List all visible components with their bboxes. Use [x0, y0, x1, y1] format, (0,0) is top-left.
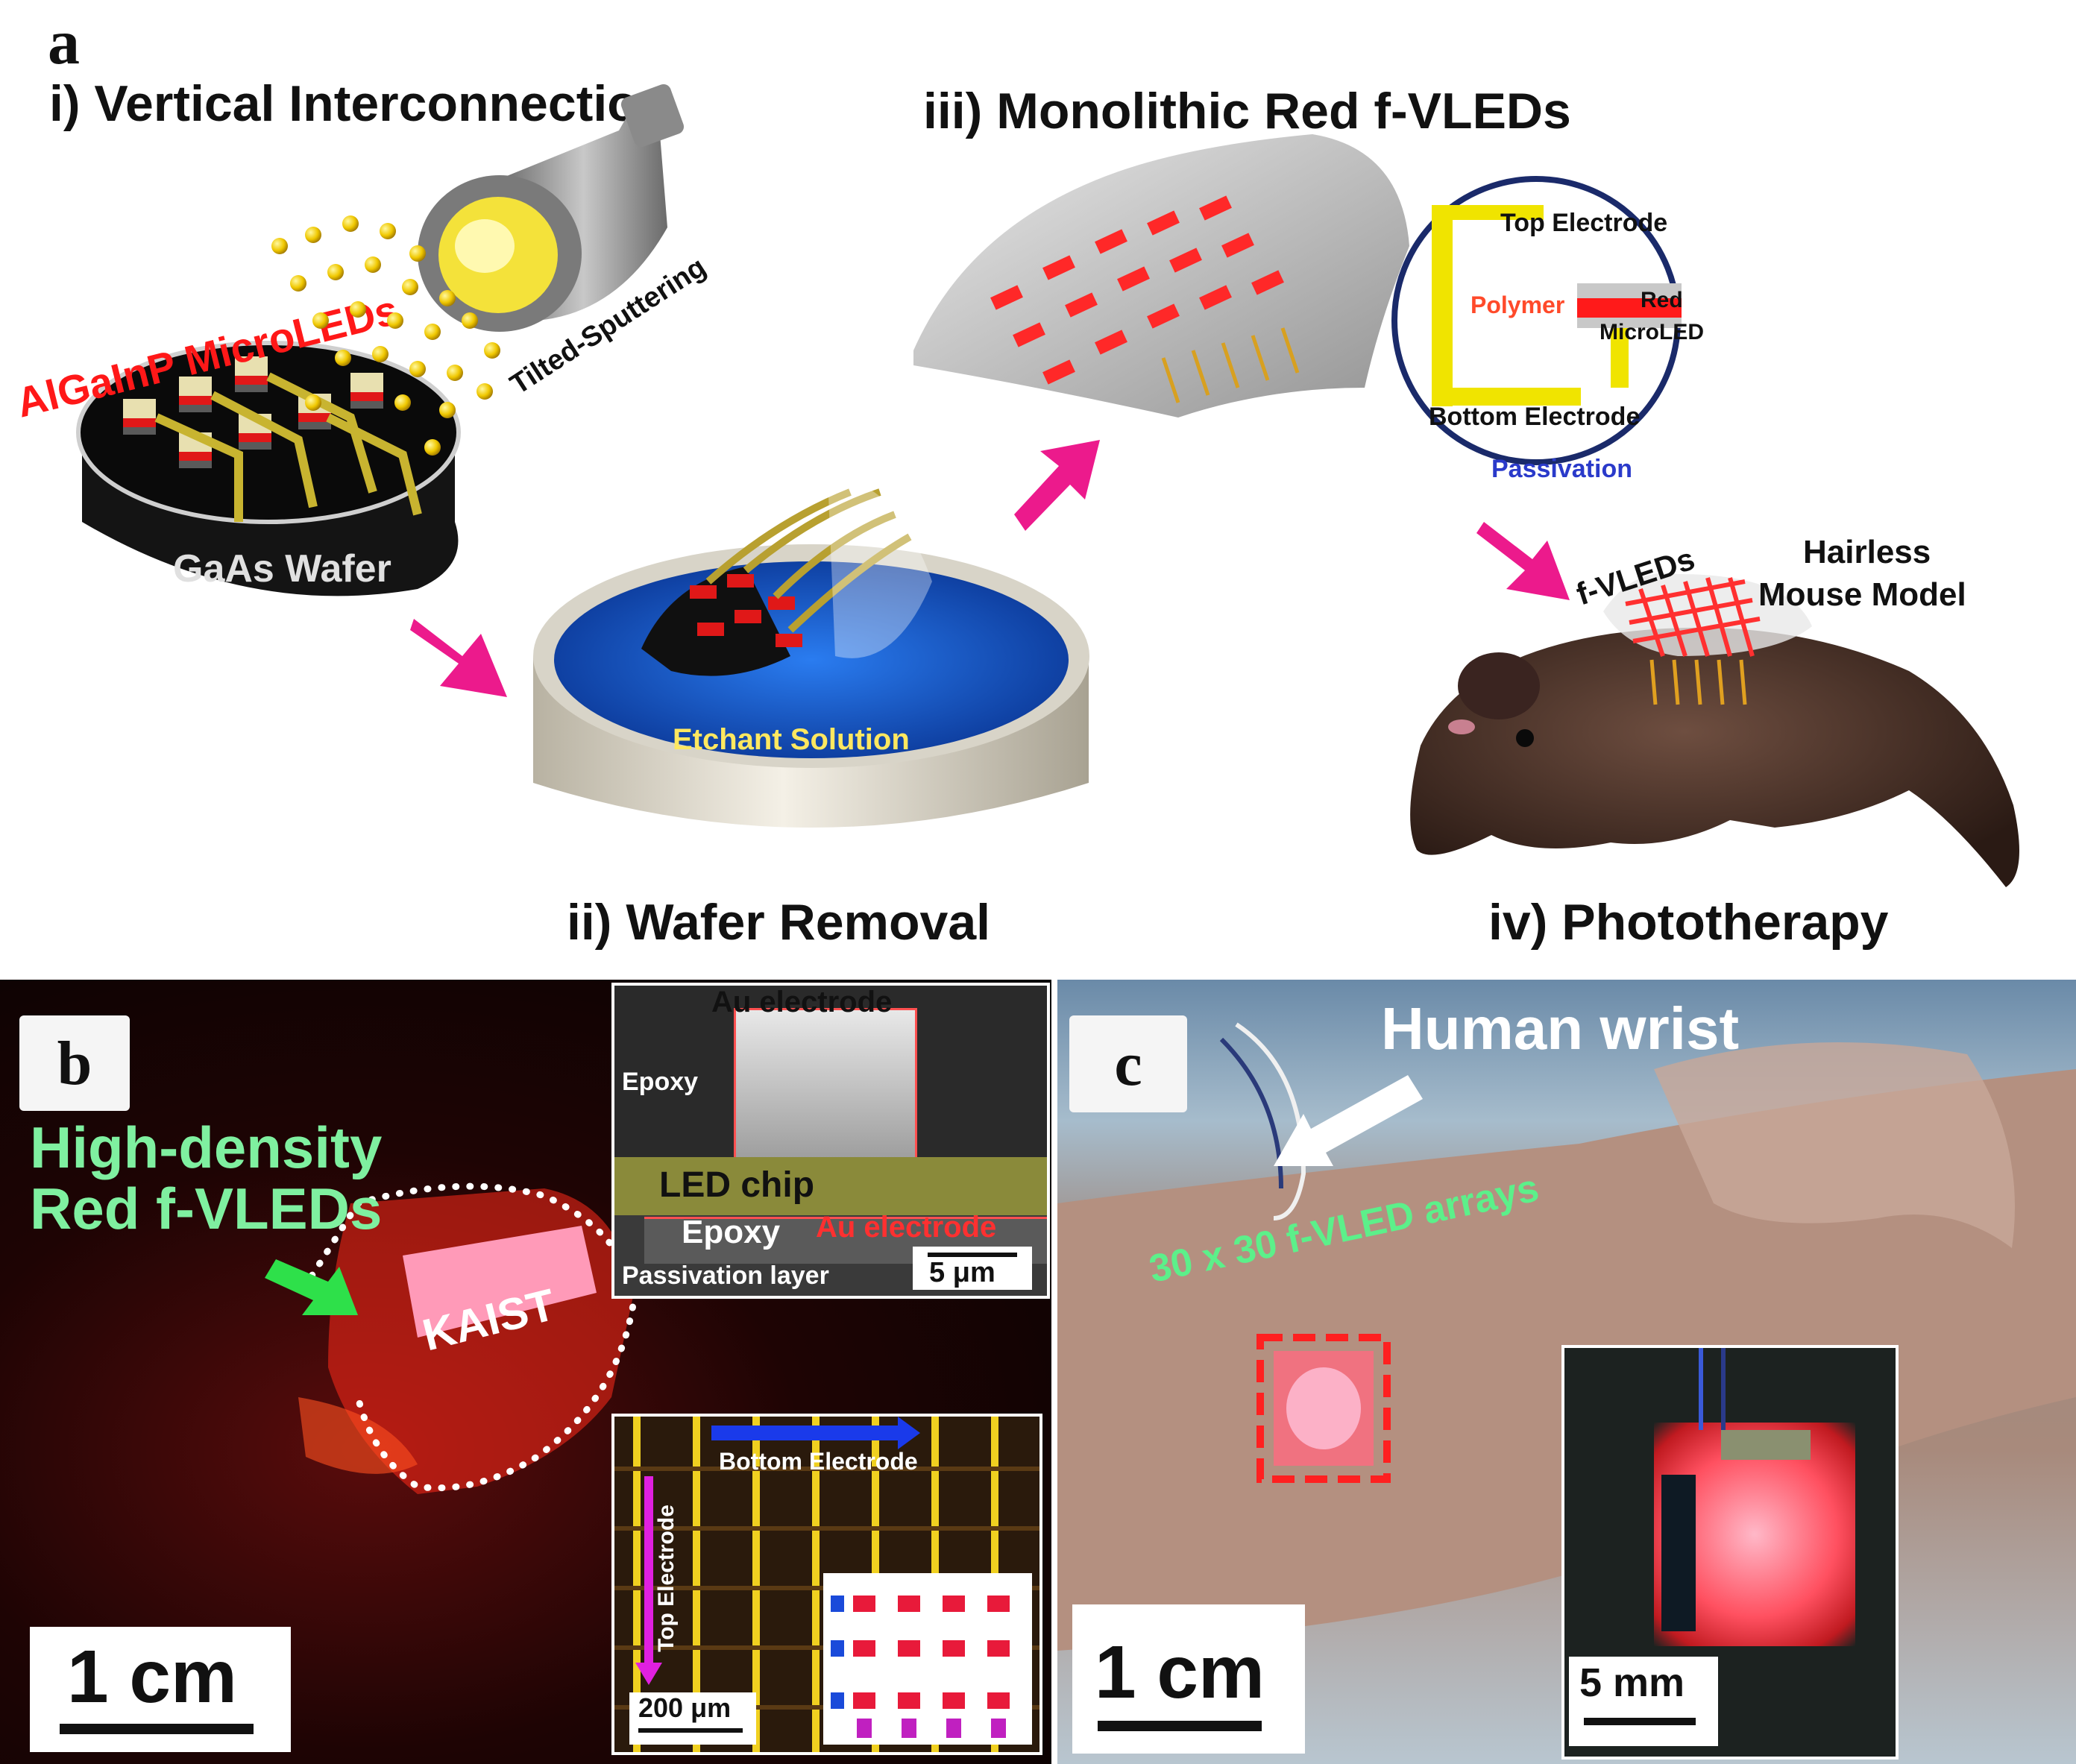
arrow-i-to-ii	[410, 619, 507, 697]
panel-c-inset: 5 mm	[1561, 1345, 1899, 1760]
step1-title: i) Vertical Interconnection	[49, 75, 670, 132]
wafer-label: GaAs Wafer	[173, 547, 391, 590]
step4-title: iv) Phototherapy	[1488, 894, 1889, 951]
caption-high-density: High-density	[30, 1115, 383, 1180]
inset-epoxy-1: Epoxy	[622, 1068, 699, 1096]
panel-c-photo: c Human wrist 30 x 30 f-VLED arrays 5 mm…	[1057, 980, 2076, 1764]
panel-b-scalebar: 1 cm	[30, 1627, 291, 1752]
inset-bottom-scale-label: 200 μm	[638, 1692, 732, 1723]
mouse-label-2: Mouse Model	[1758, 576, 1966, 613]
sputter-gun	[418, 84, 685, 332]
panel-letter-c: c	[1069, 1015, 1187, 1112]
inset-top-scale-label: 5 μm	[929, 1257, 995, 1288]
inset-au-electrode-bottom: Au electrode	[816, 1211, 997, 1244]
inset-top-scalebar: 5 μm	[913, 1247, 1032, 1290]
wafer-interconnects	[154, 372, 422, 522]
wrist-arrow	[1274, 1075, 1423, 1166]
inset-epoxy-2: Epoxy	[682, 1214, 781, 1250]
panel-c-scalebar: 1 cm	[1072, 1604, 1305, 1754]
arrow-ii-to-iii	[1014, 440, 1100, 531]
arrow-iii-to-iv	[1476, 522, 1570, 600]
panel-c-inset-scale-label: 5 mm	[1579, 1660, 1685, 1705]
sputter-particles	[271, 215, 500, 456]
flexible-sheet	[913, 134, 1409, 418]
green-arrow	[265, 1259, 358, 1315]
step2-title: ii) Wafer Removal	[567, 894, 991, 951]
hairless-mouse	[1410, 573, 2019, 887]
inset-passivation: Passivation layer	[622, 1261, 829, 1290]
inset-cross-section: Au electrode Epoxy LED chip Epoxy Au ele…	[611, 983, 1050, 1299]
bottom-electrode-label: Bottom Electrode	[1429, 403, 1640, 431]
inset-microscope: Bottom Electrode Top Electrode 200 μm	[611, 1414, 1042, 1755]
panel-letter-b: b	[19, 1015, 130, 1111]
microled-label: MicroLED	[1600, 320, 1704, 344]
panel-b-photo: KAIST b High-density Red f-VLEDs Au elec…	[0, 980, 1051, 1764]
panel-c-inset-scalebar: 5 mm	[1569, 1657, 1718, 1746]
panel-b-scale-label: 1 cm	[67, 1635, 237, 1719]
etchant-dish	[533, 477, 1089, 828]
etchant-label: Etchant Solution	[673, 723, 910, 756]
inset-bottom-electrode: Bottom Electrode	[719, 1448, 918, 1475]
polymer-label: Polymer	[1470, 292, 1564, 318]
inset-au-electrode-top: Au electrode	[711, 986, 893, 1018]
panel-c-scale-label: 1 cm	[1095, 1631, 1265, 1714]
inset-top-electrode: Top Electrode	[654, 1505, 679, 1652]
passivation-label: Passivation	[1491, 455, 1632, 483]
inset-led-chip: LED chip	[659, 1165, 815, 1205]
gaas-wafer	[76, 341, 461, 596]
human-wrist-label: Human wrist	[1381, 995, 1740, 1062]
inset-bottom-scalebar: 200 μm	[629, 1692, 756, 1745]
caption-red-fvleds: Red f-VLEDs	[30, 1176, 383, 1241]
mouse-label-1: Hairless	[1803, 534, 1931, 570]
top-electrode-label: Top Electrode	[1500, 209, 1667, 237]
step3-title: iii) Monolithic Red f-VLEDs	[923, 83, 1571, 139]
cross-section-zoom	[1391, 176, 1682, 465]
kaist-device: KAIST	[265, 1182, 638, 1494]
panel-a-illustration: GaAs Wafer AlGaInP MicroLEDs Tilted-Sput…	[12, 84, 2019, 887]
red-label: Red	[1641, 288, 1683, 312]
panel-letter-a: a	[48, 6, 80, 78]
